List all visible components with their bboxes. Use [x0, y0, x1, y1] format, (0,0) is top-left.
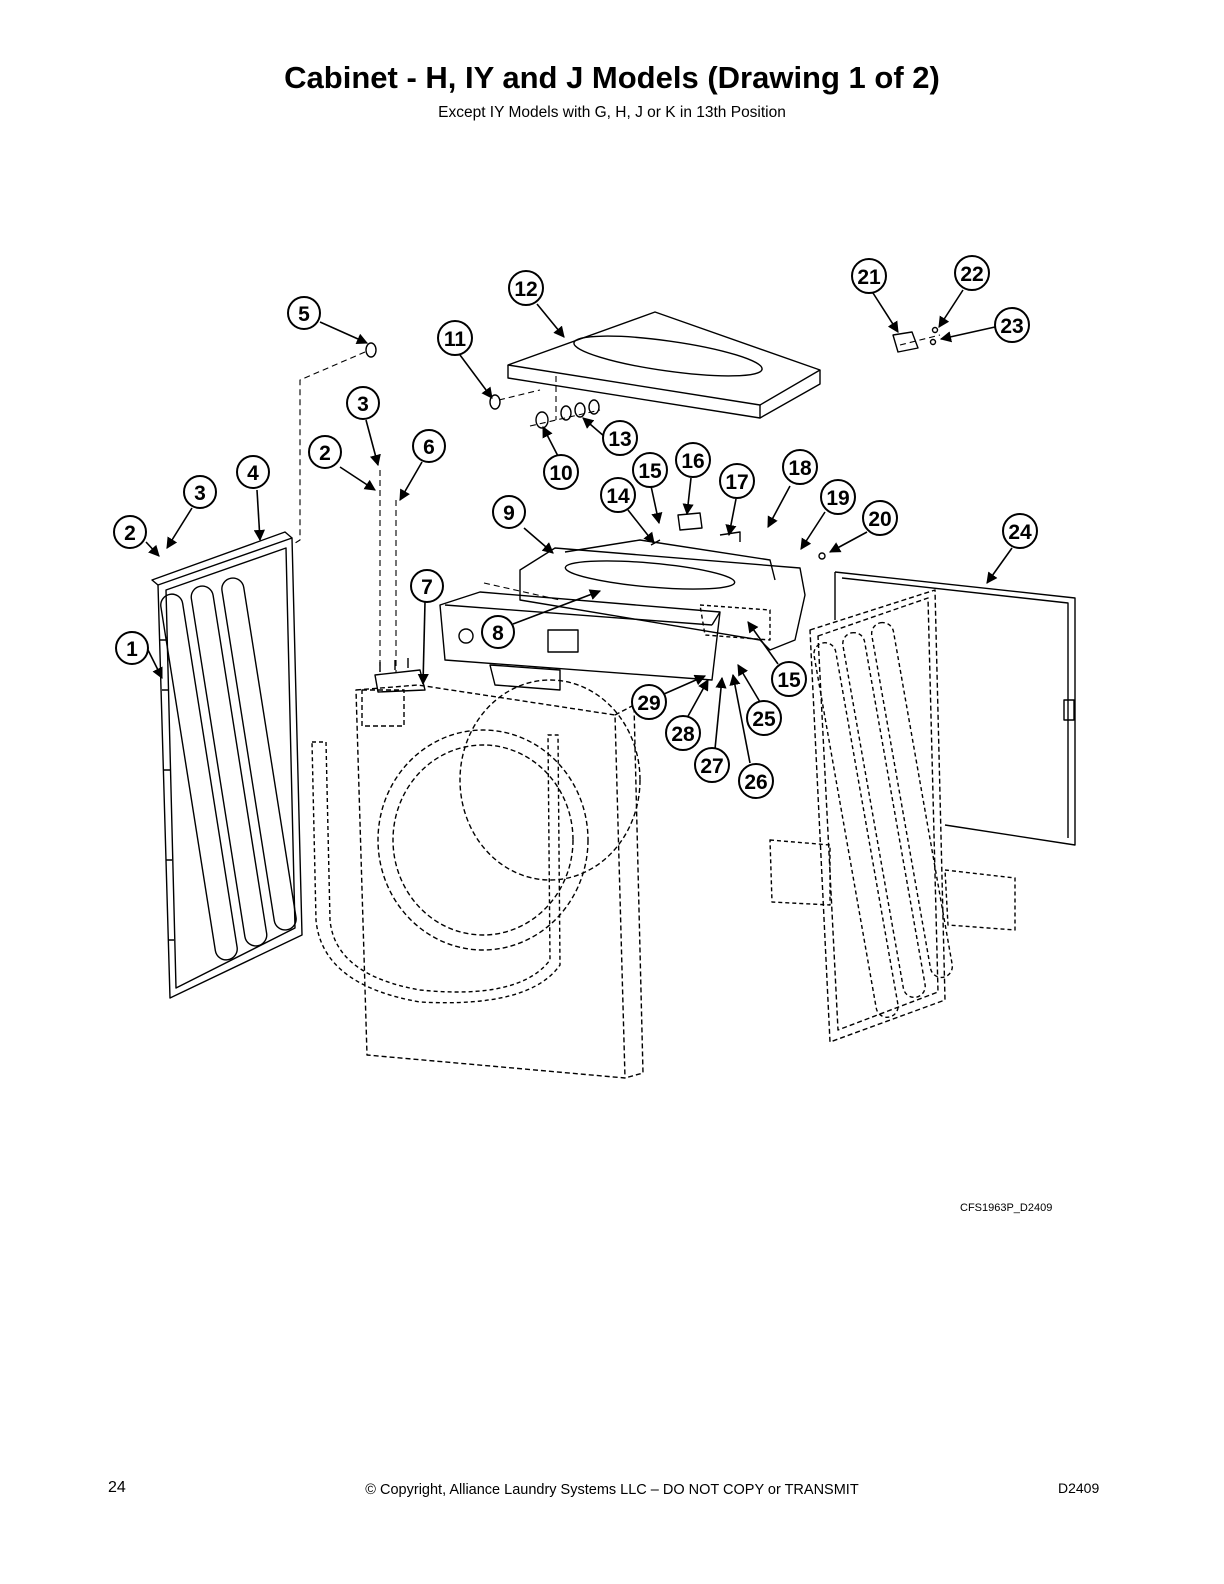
callout-label: 18: [788, 457, 812, 480]
callout-29: 29: [631, 684, 667, 720]
callout-label: 17: [725, 471, 748, 494]
callout-21: 21: [851, 258, 887, 294]
callout-label: 27: [700, 755, 723, 778]
callout-14: 14: [600, 477, 636, 513]
callout-label: 10: [549, 462, 572, 485]
callout-label: 21: [857, 266, 881, 289]
callout-label: 12: [514, 278, 537, 301]
callout-17: 17: [719, 463, 755, 499]
leader-lines: [145, 289, 1013, 764]
callout-label: 24: [1008, 521, 1032, 544]
callout-7: 7: [410, 569, 444, 603]
callout-18: 18: [782, 449, 818, 485]
callout-15: 15: [632, 452, 668, 488]
callout-label: 5: [298, 303, 310, 326]
callout-1: 1: [115, 631, 149, 665]
callout-label: 13: [608, 428, 631, 451]
page-number: 24: [108, 1479, 126, 1496]
callout-label: 14: [606, 485, 630, 508]
callout-label: 28: [671, 723, 695, 746]
callout-10: 10: [543, 454, 579, 490]
callout-9: 9: [492, 495, 526, 529]
page-title: Cabinet - H, IY and J Models (Drawing 1 …: [284, 60, 940, 95]
rear-panel-drawing: [834, 571, 1076, 846]
document-id: D2409: [1058, 1480, 1100, 1496]
callout-label: 15: [777, 669, 801, 692]
page-subtitle: Except IY Models with G, H, J or K in 13…: [438, 104, 786, 121]
callout-label: 6: [423, 436, 435, 459]
callout-label: 25: [752, 708, 776, 731]
callout-label: 23: [1000, 315, 1023, 338]
drawing-id: CFS1963P_D2409: [960, 1202, 1053, 1214]
callout-6: 6: [412, 429, 446, 463]
callout-4: 4: [236, 455, 270, 489]
front-panel-drawing: [311, 658, 644, 1079]
copyright-notice: © Copyright, Alliance Laundry Systems LL…: [365, 1482, 859, 1498]
callout-24: 24: [1002, 513, 1038, 549]
assembly-lines: [291, 334, 941, 672]
callout-label: 11: [444, 328, 467, 351]
callout-26: 26: [738, 763, 774, 799]
callout-label: 1: [126, 638, 138, 661]
callout-5: 5: [287, 296, 321, 330]
callout-label: 8: [492, 622, 504, 645]
small-parts-drawing: [365, 326, 939, 560]
callout-27: 27: [694, 747, 730, 783]
callout-label: 2: [124, 522, 136, 545]
callout-3: 3: [183, 475, 217, 509]
callout-23: 23: [994, 307, 1030, 343]
callout-16: 16: [675, 442, 711, 478]
callout-20: 20: [862, 500, 898, 536]
callout-label: 16: [681, 450, 704, 473]
callout-15b: 15: [771, 661, 807, 697]
callout-label: 26: [744, 771, 767, 794]
callout-8: 8: [481, 615, 515, 649]
callout-label: 19: [826, 487, 849, 510]
callout-3b: 3: [346, 386, 380, 420]
callout-13: 13: [602, 420, 638, 456]
callout-19: 19: [820, 479, 856, 515]
callout-label: 15: [638, 460, 662, 483]
callout-22: 22: [954, 255, 990, 291]
console-frame-drawing: [439, 539, 806, 691]
callout-label: 20: [868, 508, 891, 531]
callout-label: 4: [247, 462, 259, 485]
top-panel-drawing: [507, 311, 821, 419]
callout-label: 2: [319, 442, 331, 465]
callout-12: 12: [508, 270, 544, 306]
callout-label: 3: [194, 482, 206, 505]
callouts: 1 2 3 4 5 2 3 6 7 8 9 10 11 12 13 14 15 …: [113, 255, 1038, 799]
left-side-panel-drawing: [151, 531, 303, 999]
right-side-panel-drawing: [769, 589, 1016, 1043]
callout-11: 11: [437, 320, 473, 356]
callout-25: 25: [746, 700, 782, 736]
callout-label: 9: [503, 502, 515, 525]
callout-28: 28: [665, 715, 701, 751]
callout-2: 2: [113, 515, 147, 549]
callout-label: 29: [637, 692, 660, 715]
callout-label: 22: [960, 263, 983, 286]
callout-label: 3: [357, 393, 369, 416]
callout-2b: 2: [308, 435, 342, 469]
callout-label: 7: [421, 576, 433, 599]
